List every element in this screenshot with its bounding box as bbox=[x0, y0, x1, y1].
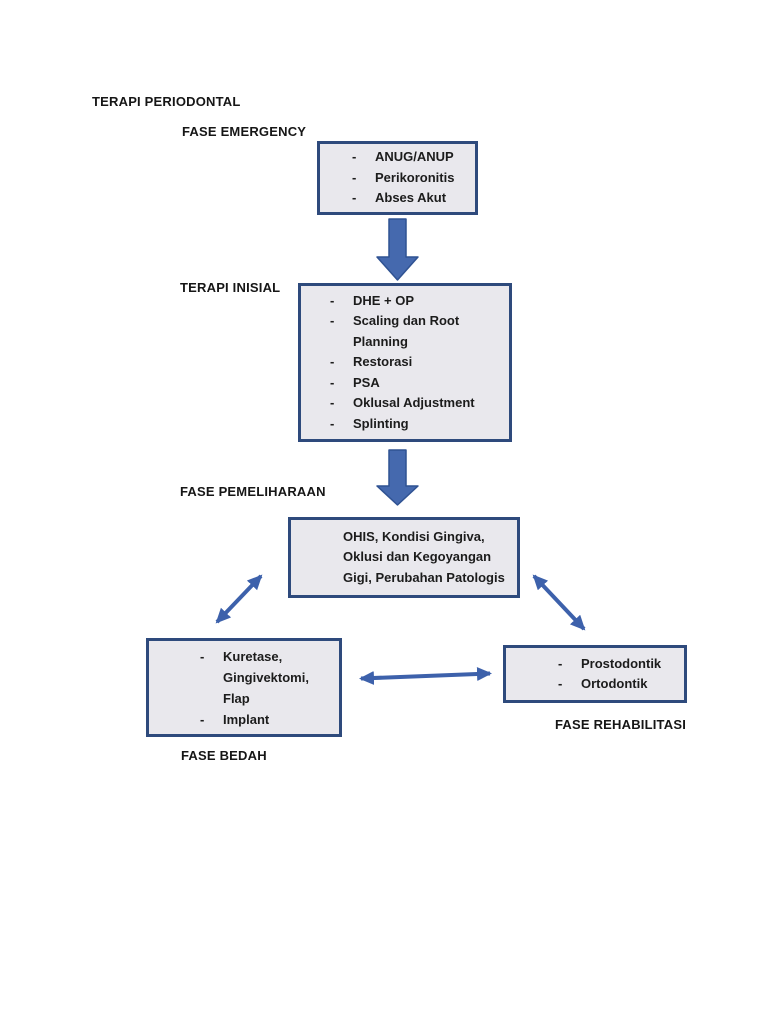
list-item-text: Splinting bbox=[353, 415, 409, 431]
list-item-text: Planning bbox=[353, 333, 408, 349]
list-item-text: PSA bbox=[353, 374, 380, 390]
bullet-dash: - bbox=[200, 711, 205, 727]
arrow-bedah-rehabilitasi bbox=[359, 667, 492, 685]
box-text-line: Gigi, Perubahan Patologis bbox=[343, 569, 505, 585]
list-item-text: ANUG/ANUP bbox=[375, 149, 454, 165]
list-item: - Prostodontik bbox=[558, 654, 684, 675]
list-item-text: Perikoronitis bbox=[375, 169, 455, 185]
list-item: Gingivektomi, bbox=[200, 667, 339, 688]
bullet-dash bbox=[330, 332, 353, 353]
list-item: - Splinting bbox=[330, 414, 509, 435]
bullet-dash bbox=[200, 667, 223, 688]
arrow-pemeliharaan-rehabilitasi bbox=[532, 574, 586, 631]
list-item: Flap bbox=[200, 688, 339, 709]
list-item-text: Flap bbox=[223, 690, 250, 706]
list-item-text: Abses Akut bbox=[375, 190, 447, 206]
box-text-line: Oklusi dan Kegoyangan bbox=[343, 549, 492, 565]
list-item-text: Oklusal Adjustment bbox=[353, 395, 475, 411]
bullet-dash: - bbox=[330, 354, 335, 370]
bullet-dash: - bbox=[330, 313, 335, 329]
list-item: - Ortodontik bbox=[558, 674, 684, 695]
bullet-dash: - bbox=[200, 648, 205, 664]
box-fase-bedah: - Kuretase, Gingivektomi, Flap - Implant bbox=[146, 638, 342, 737]
arrow-emergency-to-inisial bbox=[376, 218, 419, 281]
box-fase-pemeliharaan: OHIS, Kondisi Gingiva, Oklusi dan Kegoya… bbox=[288, 517, 520, 598]
bullet-dash: - bbox=[330, 395, 335, 411]
arrow-inisial-to-pemeliharaan bbox=[376, 449, 419, 506]
list-item-text: DHE + OP bbox=[353, 292, 415, 308]
bullet-dash: - bbox=[330, 374, 335, 390]
list-item-text: Prostodontik bbox=[581, 655, 662, 671]
label-fase-pemeliharaan: FASE PEMELIHARAAN bbox=[180, 484, 326, 499]
list-item-text: Restorasi bbox=[353, 354, 413, 370]
bullet-dash: - bbox=[558, 655, 563, 671]
list-item: - Abses Akut bbox=[352, 188, 475, 209]
list-item: - DHE + OP bbox=[330, 291, 509, 312]
list-item: - PSA bbox=[330, 373, 509, 394]
label-fase-bedah: FASE BEDAH bbox=[181, 748, 267, 763]
bullet-dash: - bbox=[330, 292, 335, 308]
list-item: - Perikoronitis bbox=[352, 168, 475, 189]
bullet-dash: - bbox=[352, 149, 357, 165]
box-fase-emergency: - ANUG/ANUP - Perikoronitis - Abses Akut bbox=[317, 141, 478, 215]
list-item: - Scaling dan Root bbox=[330, 311, 509, 332]
box-terapi-inisial: - DHE + OP - Scaling dan Root Planning -… bbox=[298, 283, 512, 442]
list-item-text: Ortodontik bbox=[581, 676, 648, 691]
list-item-text: Scaling dan Root bbox=[353, 313, 460, 329]
list-item: - Restorasi bbox=[330, 352, 509, 373]
arrow-pemeliharaan-bedah bbox=[215, 574, 263, 624]
list-item-text: Kuretase, bbox=[223, 648, 283, 664]
bullet-dash: - bbox=[330, 415, 335, 431]
list-item: - Oklusal Adjustment bbox=[330, 393, 509, 414]
list-item-text: Gingivektomi, bbox=[223, 669, 309, 685]
bullet-dash: - bbox=[558, 676, 563, 691]
list-item: - ANUG/ANUP bbox=[352, 147, 475, 168]
label-terapi-inisial: TERAPI INISIAL bbox=[180, 280, 281, 295]
list-item: - Implant bbox=[200, 709, 339, 730]
bullet-dash: - bbox=[352, 190, 357, 206]
list-item: Planning bbox=[330, 332, 509, 353]
label-fase-emergency: FASE EMERGENCY bbox=[182, 124, 307, 139]
box-text-line: OHIS, Kondisi Gingiva, bbox=[343, 528, 485, 544]
label-fase-rehabilitasi: FASE REHABILITASI bbox=[555, 717, 687, 732]
bullet-dash: - bbox=[352, 169, 357, 185]
list-item: - Kuretase, bbox=[200, 646, 339, 667]
diagram-title: TERAPI PERIODONTAL bbox=[92, 94, 241, 109]
bullet-dash bbox=[200, 688, 223, 709]
box-fase-rehabilitasi: - Prostodontik - Ortodontik bbox=[503, 645, 687, 703]
list-item-text: Implant bbox=[223, 711, 270, 727]
